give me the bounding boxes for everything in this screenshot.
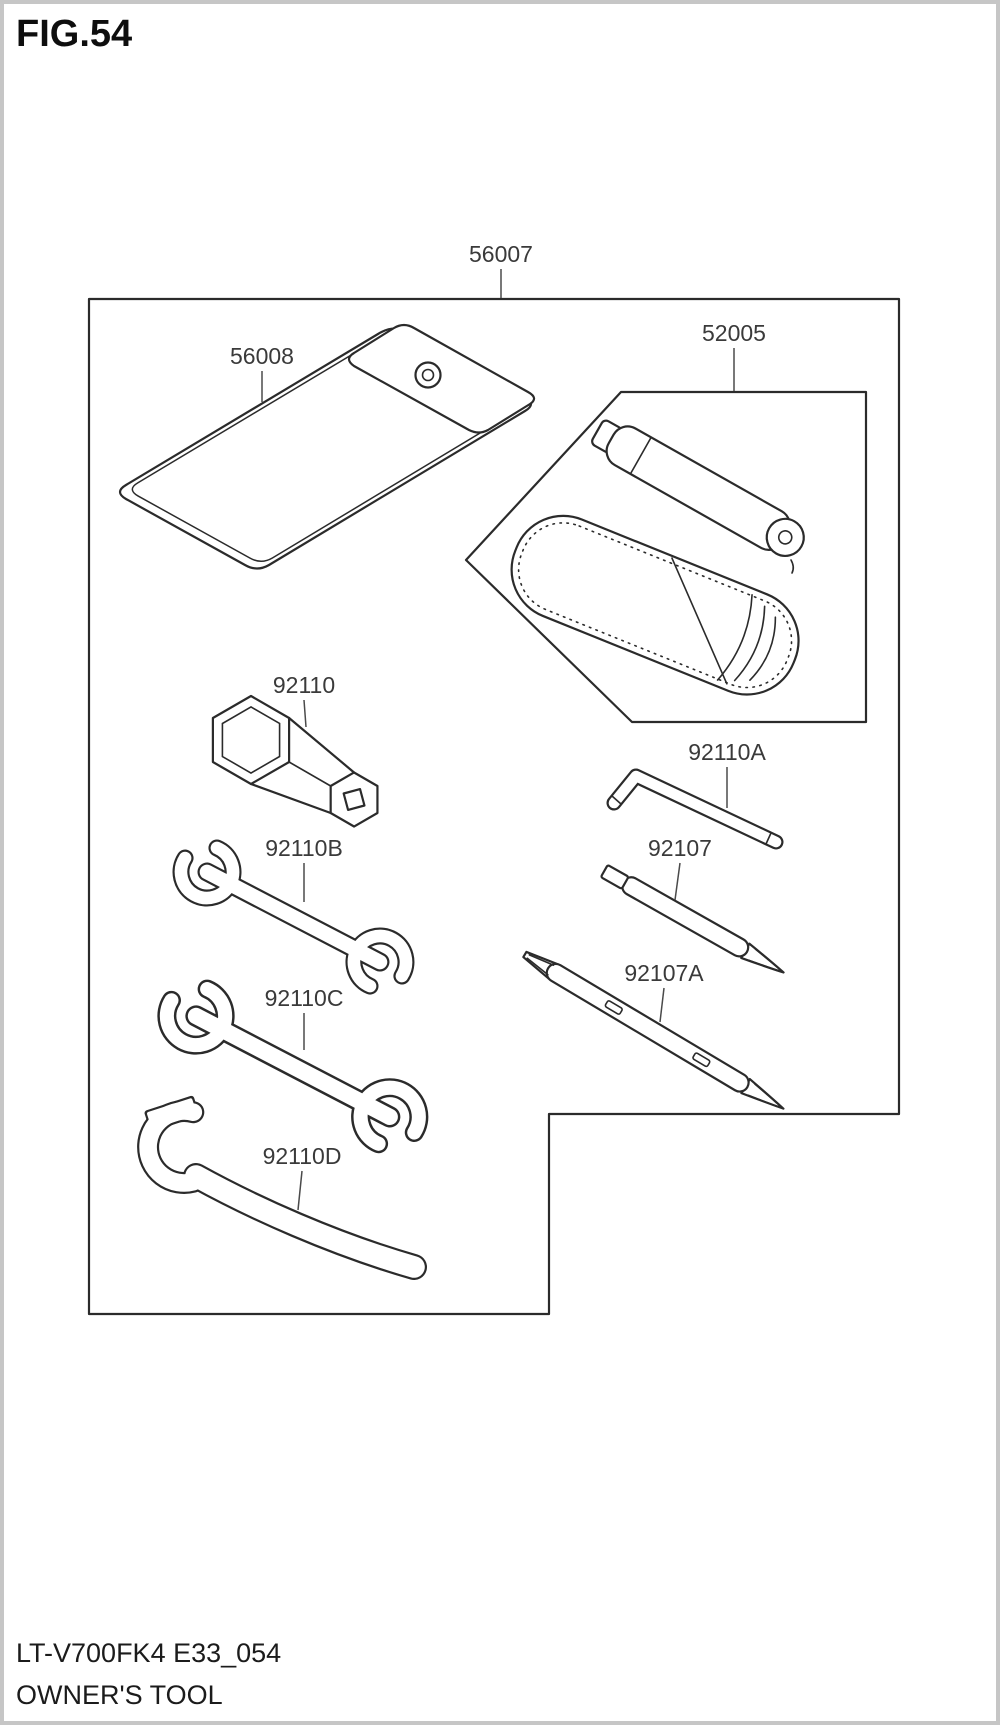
- socket-body-top-edge: [288, 716, 356, 774]
- part-label-92110B: 92110B: [265, 835, 343, 861]
- shaft-slot-2: [692, 1052, 711, 1068]
- phillips-flute-bottom: [747, 1094, 778, 1108]
- phillips-flute-bottom: [748, 959, 778, 972]
- screwdriver-blade-end: [600, 864, 629, 890]
- shaft-slot-1: [604, 1000, 623, 1015]
- phillips-flute-top: [754, 1083, 779, 1105]
- leader-line-92107: [674, 862, 681, 901]
- wrench-jaw-1-fill: [159, 982, 233, 1053]
- footer-figure-title: OWNER'S TOOL: [16, 1680, 223, 1710]
- tool-kit-outline-box: [87, 297, 901, 1316]
- part-label-92110: 92110: [273, 672, 335, 698]
- socket-body-bottom-edge: [249, 782, 332, 815]
- socket-body-ridge: [288, 761, 332, 787]
- hex-key-end-chamfer-long: [765, 832, 772, 845]
- flat-flute-top: [528, 954, 555, 966]
- socket-end-hex: [329, 771, 379, 828]
- tool-pouch-56008: 56008: [118, 323, 536, 570]
- socket-head-hex: [211, 694, 291, 786]
- leader-line-92110: [303, 699, 307, 728]
- part-label-52005: 52005: [702, 320, 766, 346]
- hex-key-92110A: 92110A: [606, 739, 784, 850]
- hex-key-fill: [608, 770, 782, 848]
- part-label-92110C: 92110C: [265, 985, 344, 1011]
- part-label-56008: 56008: [230, 343, 294, 369]
- vinyl-bag: [510, 514, 800, 696]
- bag-crease-line: [671, 557, 728, 685]
- bag-fold-line-1: [716, 593, 753, 681]
- part-label-92110D: 92110D: [263, 1143, 342, 1169]
- socket-drive-square-hole: [342, 788, 366, 811]
- tube-cap-tab: [790, 559, 795, 574]
- pouch-snap-button-center: [421, 368, 435, 382]
- phillips-flute-top: [754, 948, 779, 969]
- tube-band-line: [629, 436, 652, 475]
- tube-end-cap-center: [777, 530, 793, 545]
- hook-tooth-fill: [147, 1098, 197, 1129]
- pouch-flap: [347, 323, 536, 434]
- part-label-56007: 56007: [469, 241, 533, 267]
- figure-canvas: FIG.54 56007 56008: [16, 13, 901, 1710]
- wrench-jaw-2-fill: [347, 929, 413, 993]
- screwdriver-shaft: [621, 876, 750, 958]
- bag-set-52005: 52005: [464, 320, 868, 724]
- part-label-92107: 92107: [648, 835, 712, 861]
- double-driver-shaft: [545, 962, 750, 1093]
- leader-line-92107A: [659, 987, 665, 1023]
- vinyl-bag-stitch-dots: [517, 522, 793, 689]
- tube-end-cap: [765, 517, 805, 557]
- wrench-jaw-1-fill: [174, 841, 240, 905]
- pouch-snap-button: [414, 361, 442, 389]
- open-end-wrench-92110C: 92110C: [157, 979, 429, 1154]
- part-56007-group: 56007: [469, 241, 533, 298]
- flat-flute-bottom: [526, 957, 549, 976]
- bag-fold-line-3: [749, 616, 777, 681]
- wrench-shaft-fill: [199, 864, 388, 970]
- footer-model-code: LT-V700FK4 E33_054: [16, 1638, 281, 1668]
- wrench-shaft-fill: [187, 1007, 398, 1126]
- tool-tube: [591, 419, 805, 557]
- figure-number: FIG.54: [16, 13, 132, 55]
- socket-head-chamfer: [221, 706, 281, 774]
- hook-wrench-92110D: 92110D: [137, 1095, 427, 1280]
- socket-wrench-92110: 92110: [211, 672, 379, 828]
- vinyl-bag-outline: [510, 514, 800, 696]
- screwdriver-double-92107A: 92107A: [522, 950, 785, 1110]
- screwdriver-92107: 92107: [600, 835, 785, 974]
- open-end-wrench-92110B: 92110B: [172, 835, 415, 995]
- hex-key-end-chamfer-short: [611, 795, 622, 805]
- part-label-92110A: 92110A: [688, 739, 766, 765]
- hook-handle-fill: [185, 1165, 425, 1278]
- bag-fold-line-2: [733, 605, 766, 682]
- part-label-92107A: 92107A: [624, 960, 704, 986]
- leader-line-92110D: [297, 1170, 303, 1211]
- wrench-jaw-2-fill: [353, 1080, 426, 1151]
